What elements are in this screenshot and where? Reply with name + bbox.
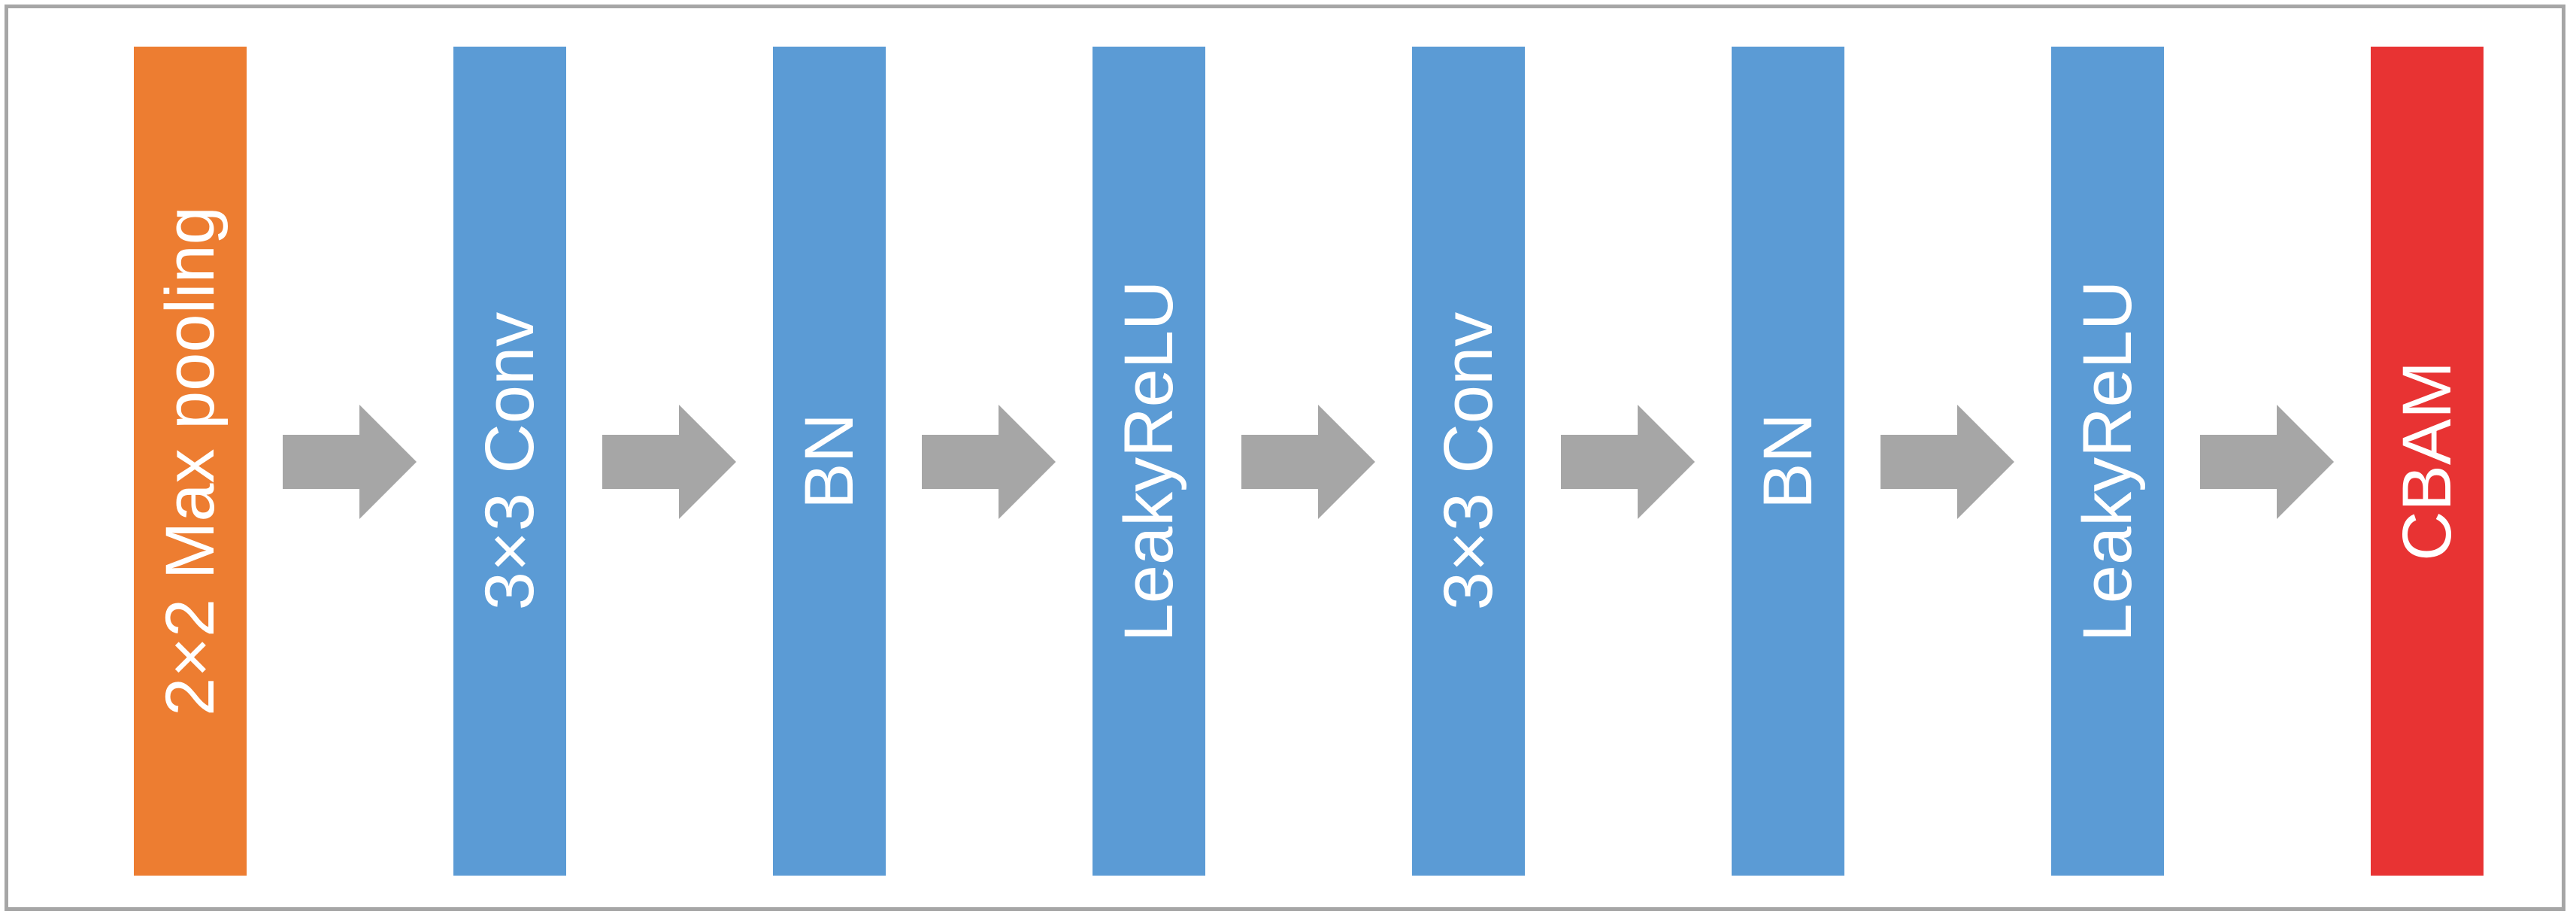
right-arrow-icon [2200, 405, 2334, 519]
block-label: LeakyReLU [1111, 280, 1187, 642]
right-arrow-icon [283, 405, 417, 519]
bn-block-1: BN [773, 47, 886, 876]
right-arrow-icon [1241, 405, 1375, 519]
right-arrow-icon [922, 405, 1056, 519]
block-label: BN [1750, 413, 1826, 509]
conv-block-2: 3×3 Conv [1412, 47, 1525, 876]
block-label: LeakyReLU [2069, 280, 2146, 642]
right-arrow-icon [602, 405, 736, 519]
block-label: CBAM [2389, 361, 2465, 561]
right-arrow-icon [1561, 405, 1695, 519]
block-label: 2×2 Max pooling [152, 206, 229, 716]
conv-block-1: 3×3 Conv [453, 47, 566, 876]
block-label: 3×3 Conv [471, 311, 548, 611]
bn-block-2: BN [1732, 47, 1844, 876]
block-label: 3×3 Conv [1430, 311, 1507, 611]
max-pooling-block: 2×2 Max pooling [134, 47, 247, 876]
cbam-block: CBAM [2371, 47, 2484, 876]
leakyrelu-block-2: LeakyReLU [2051, 47, 2164, 876]
block-label: BN [791, 413, 868, 509]
leakyrelu-block-1: LeakyReLU [1093, 47, 1205, 876]
right-arrow-icon [1880, 405, 2014, 519]
